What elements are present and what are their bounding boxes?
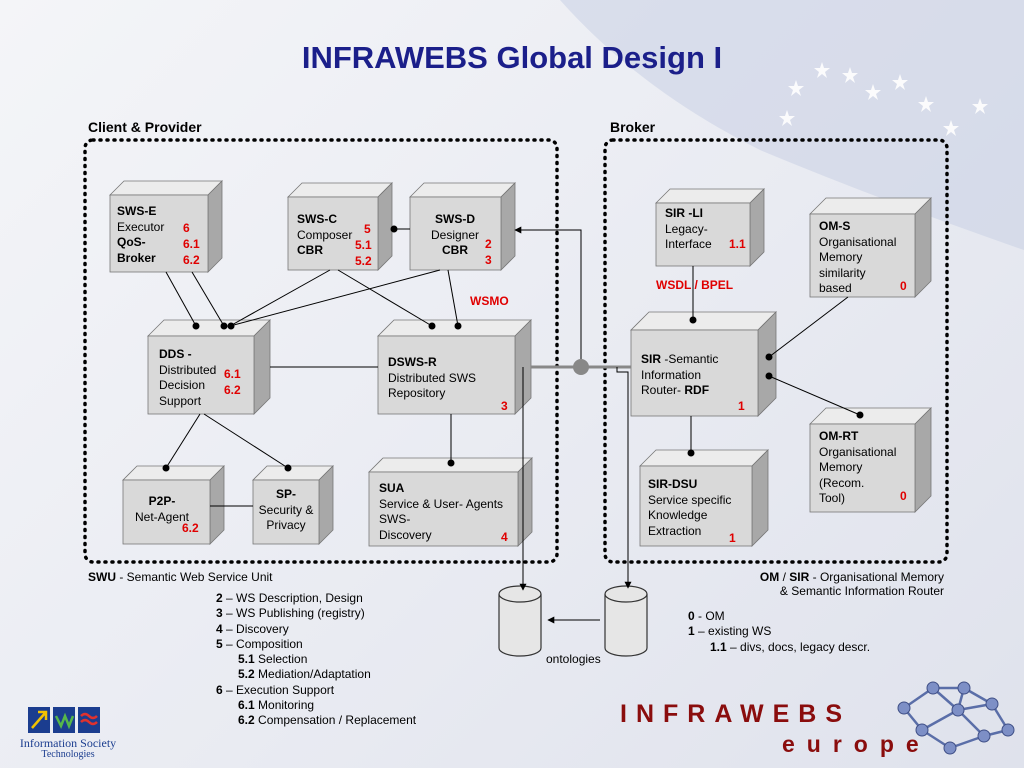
om-rt-label: OM-RT Organisational Memory (Recom. Tool… (819, 429, 897, 505)
sir-number: 1 (738, 399, 745, 413)
legend-phases: 2 – WS Description, Design 3 – WS Publis… (216, 591, 416, 729)
legend-item: 6.1 Monitoring (238, 698, 315, 713)
sws-c-numbers: 5 5.1 5.2 (355, 222, 372, 268)
section-client-provider: Client & Provider (88, 119, 202, 135)
star-icon (779, 110, 795, 126)
sws-e-numbers: 6 6.1 6.2 (183, 221, 200, 267)
om-sir-caption: OM / SIR - Organisational Memory & Seman… (759, 570, 944, 598)
section-broker: Broker (610, 119, 656, 135)
legend-item: 3 – WS Publishing (registry) (216, 606, 365, 621)
box-om-rt (809, 407, 932, 513)
star-icon (788, 80, 804, 96)
client-provider-boundary (83, 138, 559, 564)
hub-node (573, 359, 589, 375)
box-dds (147, 319, 271, 415)
swu-caption: SWU - Semantic Web Service Unit (88, 570, 273, 584)
sws-d-numbers: 2 3 (485, 237, 492, 267)
p2p-label: P2P- Net-Agent (134, 494, 190, 524)
sir-li-label: SIR -LI Legacy- Interface (665, 206, 712, 251)
dds-label: DDS - Distributed Decision Support (159, 347, 217, 408)
legend-item: 5.1 Selection (238, 652, 308, 667)
sws-e-label: SWS-E Executor QoS- Broker (117, 204, 165, 265)
dsws-r-number: 3 (501, 399, 508, 413)
box-sws-c (287, 182, 393, 271)
sir-dsu-label: SIR-DSU Service specific Knowledge Extra… (648, 477, 732, 538)
box-om-s (809, 197, 932, 298)
wsmo-label: WSMO (470, 294, 509, 308)
flag-swoosh (560, 0, 1024, 250)
page-title: INFRAWEBS Global Design I (301, 40, 723, 75)
legend-item: 2 – WS Description, Design (216, 591, 363, 605)
brand-infrawebs: INFRAWEBS (620, 700, 851, 728)
star-icon (892, 74, 908, 90)
box-sir-li (655, 188, 765, 267)
sir-label: SIR -Semantic Information Router- RDF (641, 352, 719, 397)
legend-item: 5 – Composition (216, 636, 303, 651)
legend-item: 6 – Execution Support (216, 682, 335, 697)
dds-numbers: 6.1 6.2 (224, 367, 241, 397)
star-icon (972, 98, 988, 114)
p2p-number: 6.2 (182, 521, 199, 535)
sws-d-label: SWS-D Designer CBR (430, 212, 480, 257)
box-sws-d (409, 182, 516, 271)
star-icon (842, 67, 858, 83)
star-icon (918, 96, 934, 112)
sir-dsu-number: 1 (729, 531, 736, 545)
sua-number: 4 (501, 530, 508, 544)
database-icon (498, 585, 542, 657)
legend-item: 0 - OM (688, 609, 725, 623)
legend-item: 4 – Discovery (216, 621, 289, 636)
star-icon (865, 84, 881, 100)
legend-item: 5.2 Mediation/Adaptation (238, 667, 371, 682)
box-sir-dsu (639, 449, 769, 547)
wsdl-bpel-label: WSDL / BPEL (656, 278, 734, 292)
ist-logo-text: Information Society Technologies (19, 736, 117, 760)
broker-boundary (603, 138, 949, 564)
ontologies-label: ontologies (546, 652, 601, 666)
om-rt-number: 0 (900, 489, 907, 503)
box-sws-e (109, 180, 223, 273)
sp-label: SP- Security & Privacy (258, 487, 314, 532)
om-s-number: 0 (900, 279, 907, 293)
network-logo-icon (897, 681, 1015, 755)
box-sp (252, 465, 334, 545)
ist-logo-icon (28, 707, 100, 733)
box-p2p (122, 465, 225, 545)
sws-c-label: SWS-C Composer CBR (297, 212, 353, 257)
brand-europe: europe (782, 731, 931, 757)
star-icon (943, 120, 959, 136)
legend-item: 1 – existing WS (688, 624, 772, 639)
box-sir (630, 311, 777, 417)
dsws-r-label: DSWS-R Distributed SWS Repository (388, 355, 477, 400)
legend-item: 1.1 – divs, docs, legacy descr. (710, 639, 871, 654)
om-s-label: OM-S Organisational Memory similarity ba… (819, 219, 897, 295)
star-icon (814, 62, 830, 78)
sir-li-number: 1.1 (729, 237, 746, 251)
sua-label: SUA Service & User- Agents SWS- Discover… (379, 481, 504, 542)
legend-om: 0 - OM 1 – existing WS 1.1 – divs, docs,… (688, 609, 870, 655)
legend-item: 6.2 Compensation / Replacement (238, 713, 417, 728)
